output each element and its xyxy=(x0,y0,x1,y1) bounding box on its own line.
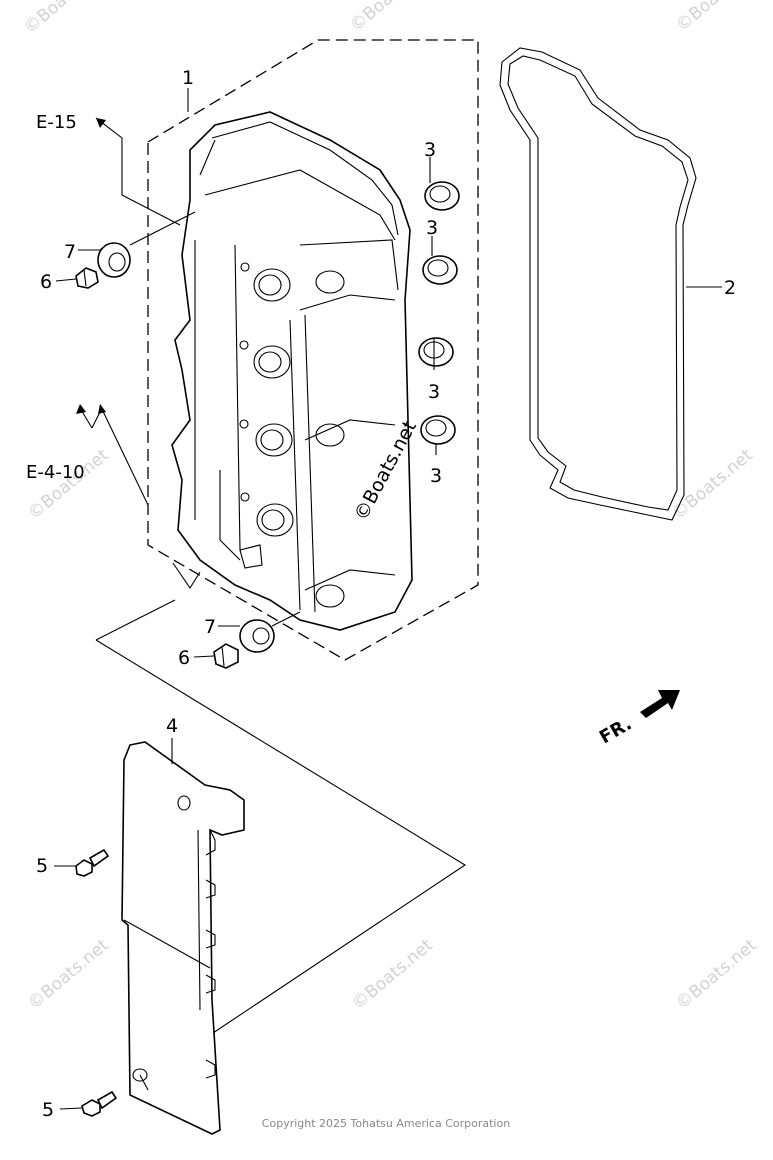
seal-ring-4 xyxy=(420,415,456,445)
seal-rings xyxy=(418,181,460,445)
screw-lower xyxy=(81,1090,118,1117)
callout-part-6a: 6 xyxy=(40,271,52,293)
callout-part-4: 4 xyxy=(166,715,178,737)
front-label: FR. xyxy=(596,713,635,748)
watermark-mid-left: ©Boats.net xyxy=(24,445,112,524)
bolt-lower xyxy=(213,643,239,669)
callout-part-5a: 5 xyxy=(36,855,48,877)
callouts: 1 2 3 3 3 3 4 5 5 6 6 7 7 xyxy=(36,67,736,1121)
seal-ring-2 xyxy=(422,255,458,285)
seal-ring-3 xyxy=(418,337,454,367)
callout-part-2: 2 xyxy=(724,277,736,299)
callout-part-6b: 6 xyxy=(178,647,190,669)
reference-e15: E-15 xyxy=(36,112,77,133)
grommet-lower xyxy=(239,619,275,653)
seal-ring-1 xyxy=(424,181,460,211)
callout-part-7b: 7 xyxy=(204,616,216,638)
copyright-notice: Copyright 2025 Tohatsu America Corporati… xyxy=(262,1117,510,1130)
watermark-top-right: ©Boats.net xyxy=(672,0,760,36)
callout-part-3b: 3 xyxy=(426,217,438,239)
arrow-e410-b xyxy=(76,404,86,414)
watermark-top-center: ©Boats.net xyxy=(346,0,434,36)
watermark-bottom-center: ©Boats.net xyxy=(348,935,436,1014)
reference-e410: E-4-10 xyxy=(26,462,85,483)
pointer-lines xyxy=(95,404,467,1036)
grommet-upper xyxy=(97,242,131,278)
assembly-boundary xyxy=(147,39,479,661)
callout-part-7a: 7 xyxy=(64,241,76,263)
front-arrow-icon xyxy=(640,690,680,718)
cover-plate xyxy=(121,741,245,1135)
watermark-bottom-left: ©Boats.net xyxy=(24,935,112,1014)
callout-part-3c: 3 xyxy=(428,381,440,403)
gasket xyxy=(499,47,697,521)
bolt-upper xyxy=(75,267,99,289)
watermark-top-left: ©Boats.net xyxy=(20,0,108,38)
callout-part-5b: 5 xyxy=(42,1099,54,1121)
watermark-mid-right: ©Boats.net xyxy=(668,445,756,524)
front-direction-indicator: FR. xyxy=(596,690,680,748)
callout-part-1: 1 xyxy=(182,67,194,89)
watermark-bottom-right: ©Boats.net xyxy=(672,935,760,1014)
arrow-e15 xyxy=(96,118,106,128)
callout-part-3a: 3 xyxy=(424,139,436,161)
callout-part-3d: 3 xyxy=(430,465,442,487)
arrow-e410-a xyxy=(98,404,106,414)
screw-upper xyxy=(75,848,110,877)
cylinder-head-cover xyxy=(171,111,413,631)
